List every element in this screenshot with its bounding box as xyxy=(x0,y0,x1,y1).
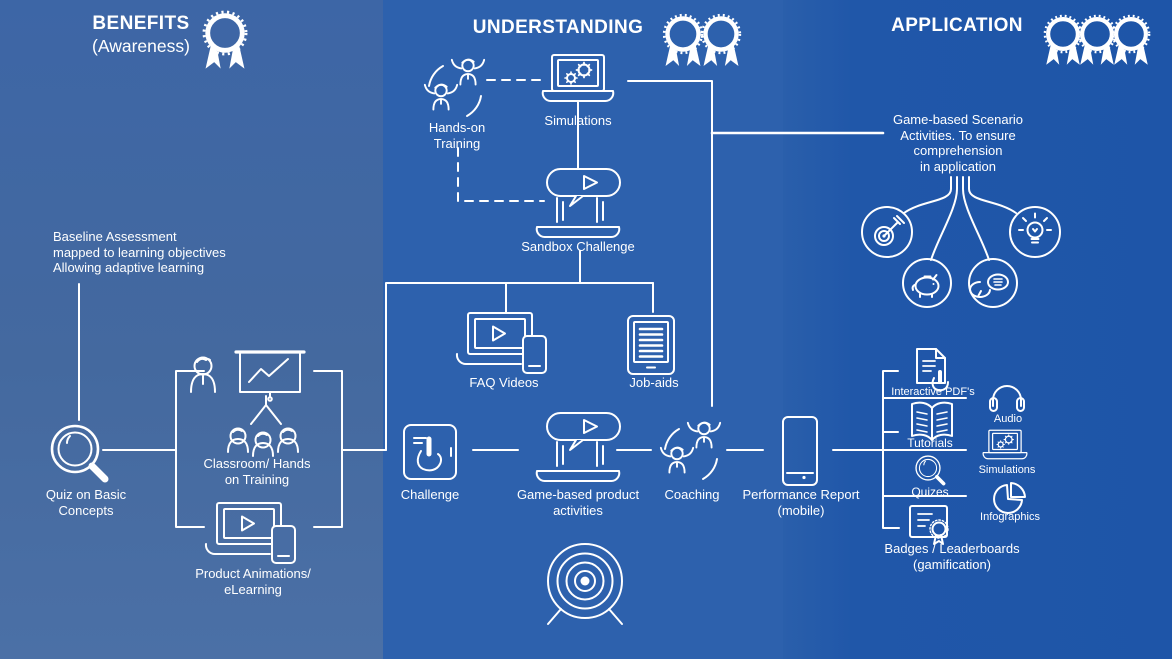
application-header: APPLICATION xyxy=(891,15,1023,37)
badges-certificate-icon xyxy=(909,505,949,545)
simulations-small-label: Simulations xyxy=(978,464,1036,476)
quiz-magnifier-icon xyxy=(52,426,105,479)
benefits-band xyxy=(0,0,383,659)
sandbox-challenge-laptop-icon xyxy=(535,168,621,239)
hands-on-training-label: Hands-on Training xyxy=(428,120,486,151)
simulations-laptop-icon xyxy=(541,54,615,103)
chat-bubbles-icon xyxy=(968,258,1018,308)
infographics-label: Infographics xyxy=(980,511,1040,523)
baseline-assessment-note: Baseline Assessment mapped to learning o… xyxy=(53,229,226,275)
simulations-label: Simulations xyxy=(544,113,612,128)
dartboard-icon xyxy=(861,206,913,258)
dashed-connector-lines xyxy=(457,79,545,202)
lightbulb-icon xyxy=(1009,206,1061,258)
connector-lines xyxy=(78,80,1017,529)
game-based-activities-label: Game-based product activities xyxy=(516,487,640,518)
application-title: APPLICATION xyxy=(891,15,1023,36)
hands-on-training-people-icon xyxy=(425,60,484,116)
challenge-tablet-tap-icon xyxy=(403,424,457,480)
job-aids-label: Job-aids xyxy=(629,375,679,390)
job-aids-tablet-icon xyxy=(627,315,675,375)
sandbox-challenge-label: Sandbox Challenge xyxy=(521,239,635,254)
benefits-award-badge-icon xyxy=(204,12,246,69)
audio-headphones-icon xyxy=(989,385,1025,412)
simulations-small-laptop-icon xyxy=(982,429,1028,460)
interactive-pdfs-label: Interactive PDF's xyxy=(891,386,975,398)
classroom-label: Classroom/ Hands on Training xyxy=(203,456,311,487)
coaching-people-icon xyxy=(661,423,720,479)
game-based-scenario-note: Game-based Scenario Activities. To ensur… xyxy=(892,112,1024,174)
audio-label: Audio xyxy=(993,413,1023,425)
quizes-magnifier-icon xyxy=(914,454,946,486)
understanding-award-badge-icons xyxy=(664,15,740,66)
challenge-label: Challenge xyxy=(400,487,460,502)
understanding-title: UNDERSTANDING xyxy=(472,17,644,38)
faq-videos-label: FAQ Videos xyxy=(469,375,539,390)
understanding-header: UNDERSTANDING xyxy=(473,17,644,39)
piggy-bank-icon xyxy=(902,258,952,308)
application-band xyxy=(783,0,1172,659)
classroom-training-icon xyxy=(190,350,306,457)
quiz-label: Quiz on Basic Concepts xyxy=(45,487,127,518)
performance-report-label: Performance Report (mobile) xyxy=(742,487,860,518)
product-animations-laptop-phone-icon xyxy=(204,502,296,564)
badges-leaderboards-label: Badges / Leaderboards (gamification) xyxy=(884,541,1020,572)
infographics-pie-chart-icon xyxy=(993,482,1026,514)
application-award-badge-icons xyxy=(1045,16,1149,65)
interactive-pdf-document-icon xyxy=(916,348,949,392)
product-animations-label: Product Animations/ eLearning xyxy=(195,566,311,597)
benefits-title: BENEFITS xyxy=(92,13,190,34)
bullseye-target-icon xyxy=(547,543,623,625)
quizes-label: Quizes xyxy=(911,485,949,499)
performance-report-phone-icon xyxy=(782,416,818,486)
tutorials-label: Tutorials xyxy=(907,436,953,450)
game-based-activities-laptop-icon xyxy=(535,412,621,483)
tutorials-open-book-icon xyxy=(911,401,953,441)
benefits-subtitle: (Awareness) xyxy=(92,36,190,56)
benefits-header: BENEFITS (Awareness) xyxy=(92,13,190,57)
coaching-label: Coaching xyxy=(664,487,720,502)
understanding-band xyxy=(383,0,783,659)
faq-videos-laptop-phone-icon xyxy=(455,312,547,374)
